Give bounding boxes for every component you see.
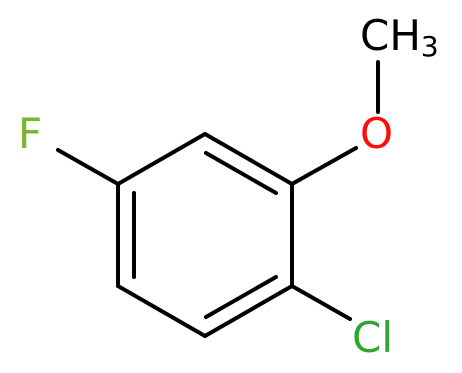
bond-c3-c4 xyxy=(203,284,294,338)
bonds xyxy=(56,60,380,338)
methyl-ch: CH xyxy=(360,11,421,60)
bond-c2-o xyxy=(290,146,358,186)
chlorine-label: Cl xyxy=(352,313,393,362)
atom-labels: F O CH3 Cl xyxy=(18,11,439,362)
bond-c6-f xyxy=(56,148,120,186)
bond-c3-c4-inner xyxy=(204,275,278,319)
methyl-label: CH3 xyxy=(360,11,439,63)
bond-c6-c1 xyxy=(116,132,207,186)
bond-c4-c5 xyxy=(116,284,207,338)
bond-c1-c2-inner xyxy=(204,151,278,195)
bond-c1-c2 xyxy=(203,132,294,186)
methyl-subscript: 3 xyxy=(421,30,439,63)
bond-c3-cl xyxy=(290,284,352,321)
fluorine-label: F xyxy=(18,109,42,158)
oxygen-label: O xyxy=(360,109,393,158)
